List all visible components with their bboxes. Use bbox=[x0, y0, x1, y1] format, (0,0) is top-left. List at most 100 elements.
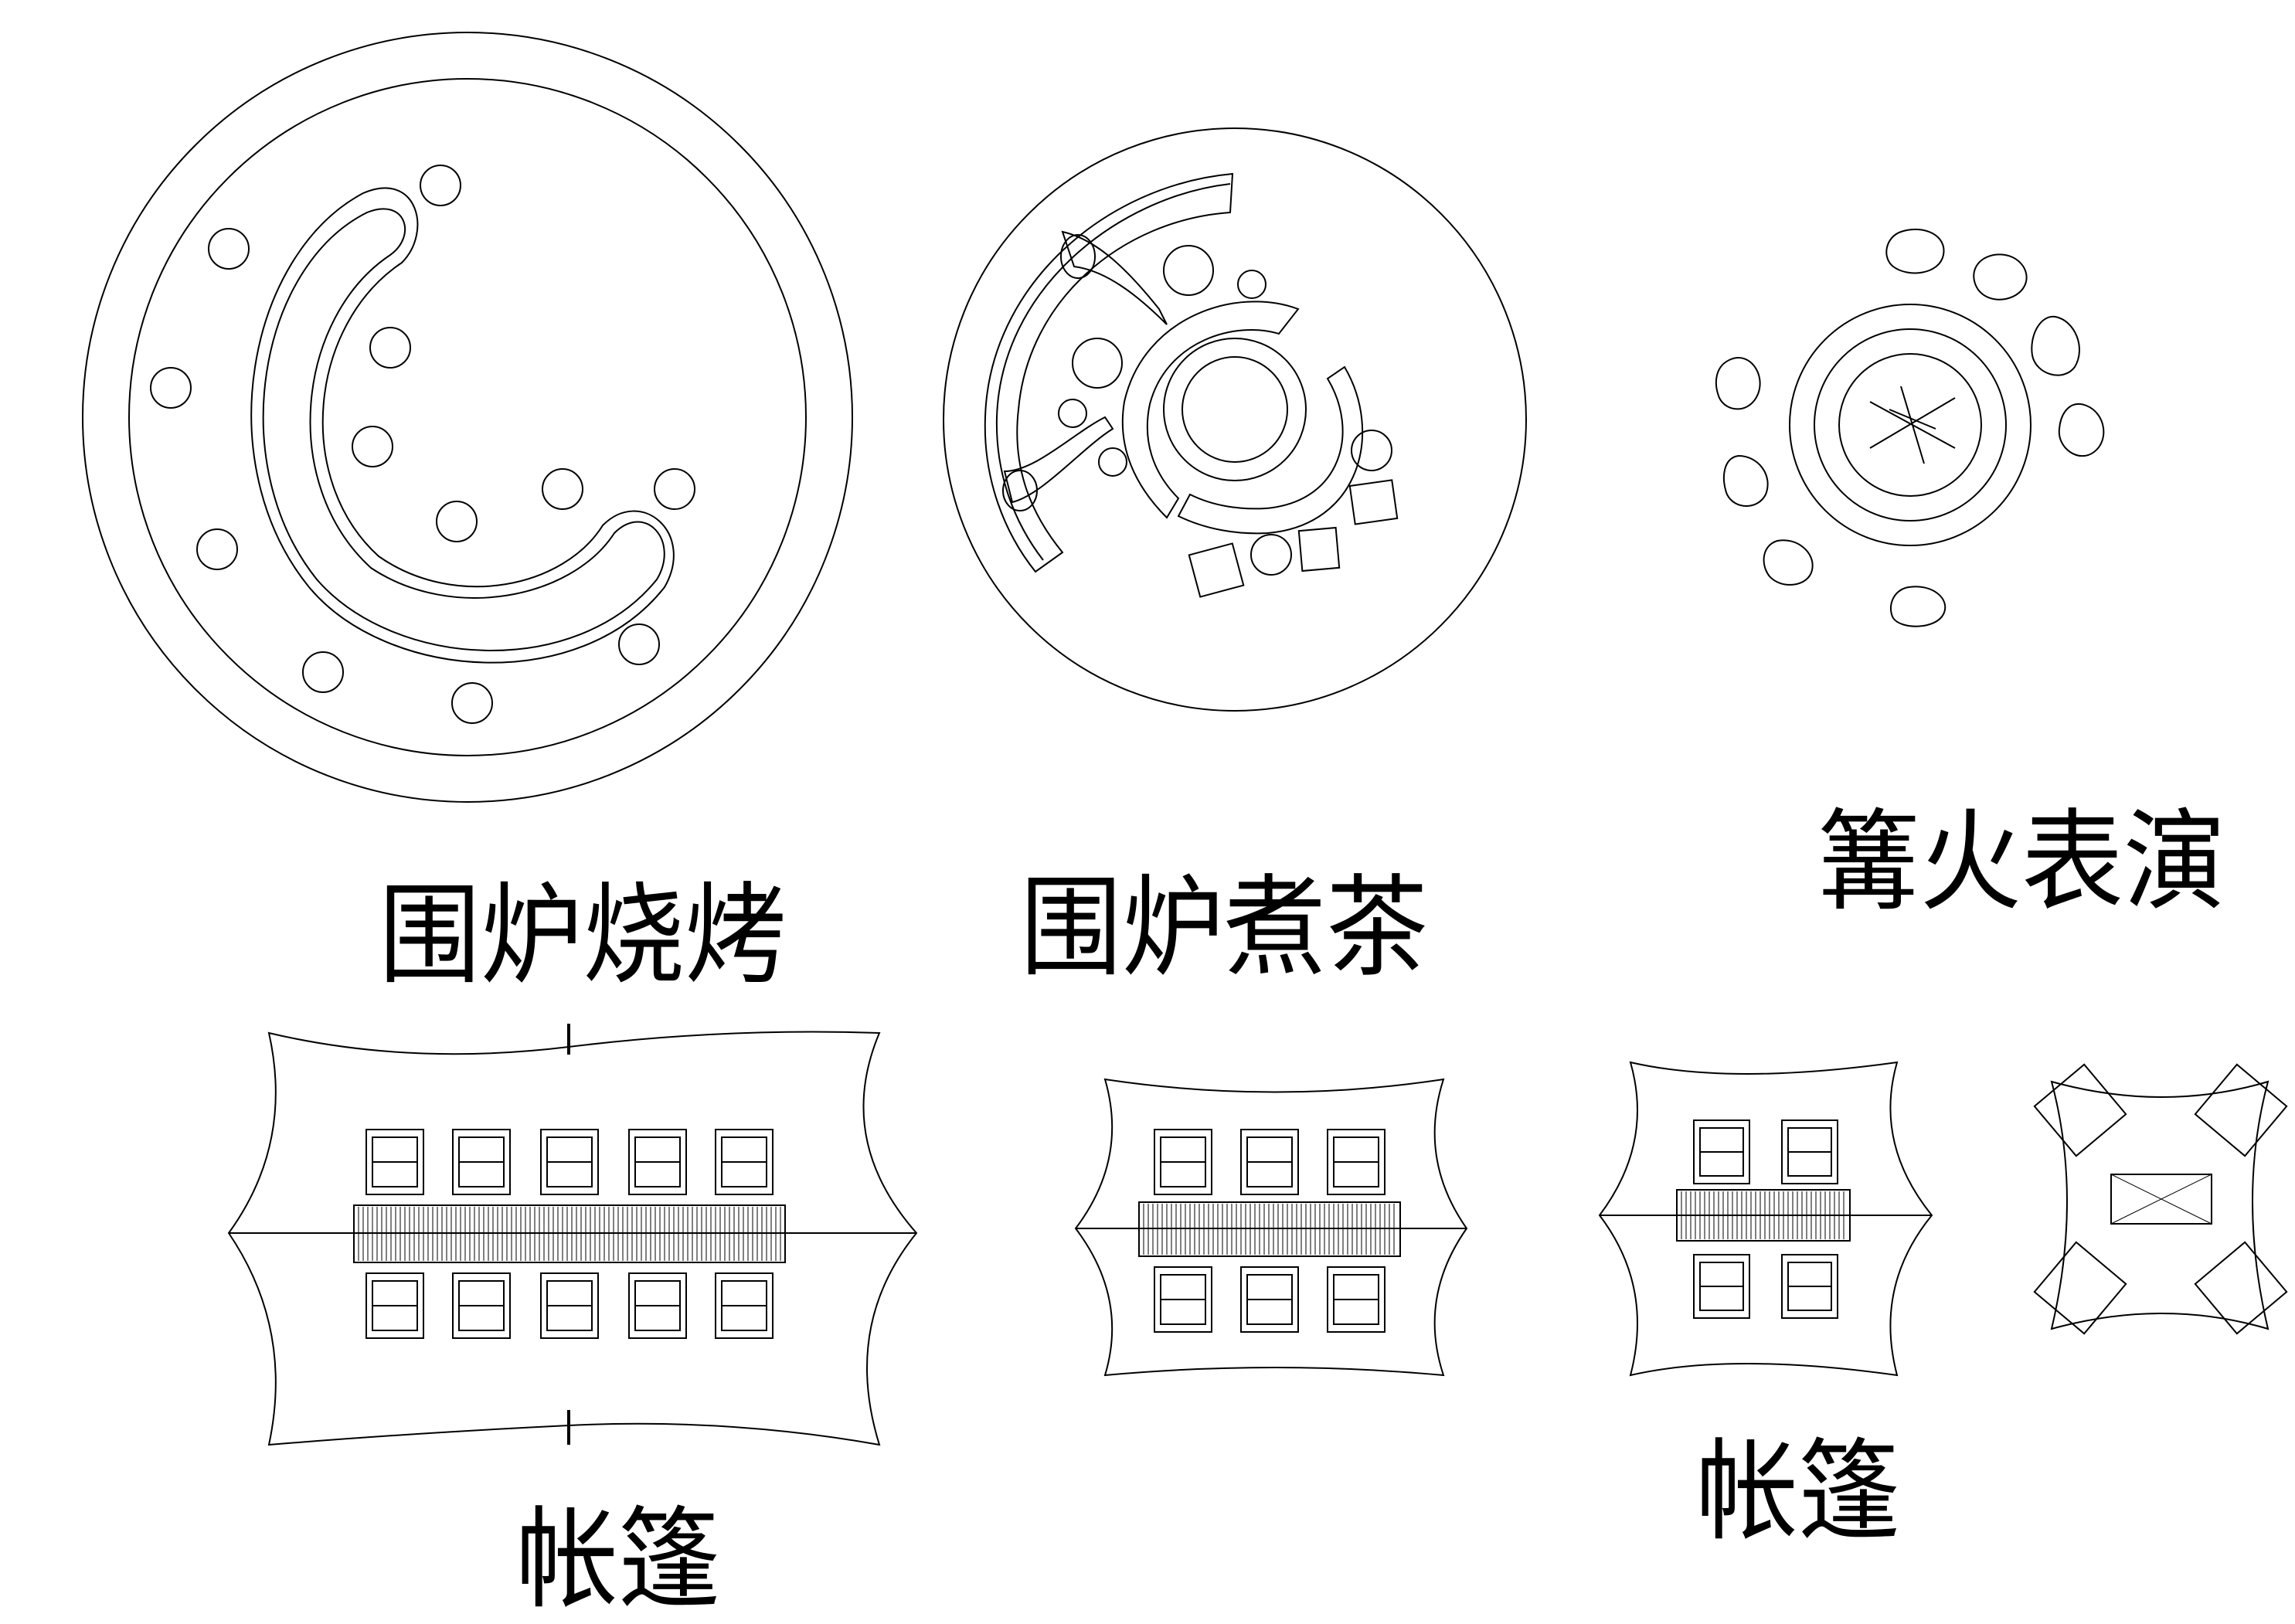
chair bbox=[452, 1129, 511, 1195]
label-bbq: 围炉烧烤 bbox=[379, 871, 787, 1001]
chair bbox=[1327, 1129, 1386, 1195]
tent-canopy bbox=[1074, 1078, 1468, 1377]
bonfire-inner-ring bbox=[1814, 328, 2007, 522]
chair bbox=[1154, 1266, 1212, 1333]
stool bbox=[1237, 270, 1266, 299]
chair bbox=[1781, 1254, 1838, 1319]
tea-arc-bench-outer bbox=[984, 172, 1234, 573]
chair bbox=[1781, 1119, 1838, 1184]
chair bbox=[628, 1272, 687, 1339]
tent-small bbox=[1598, 1061, 1933, 1377]
stool bbox=[1098, 447, 1127, 477]
pavilion-table bbox=[2110, 1174, 2212, 1225]
chairs-row-top bbox=[366, 1129, 774, 1195]
label-tent-large: 帐篷 bbox=[516, 1496, 720, 1624]
chair bbox=[366, 1129, 424, 1195]
seat bbox=[451, 682, 493, 724]
chairs-row-bottom bbox=[1693, 1254, 1838, 1319]
chair bbox=[1348, 479, 1399, 525]
stool bbox=[1058, 399, 1087, 428]
seat bbox=[196, 528, 238, 570]
bbq-outer-ring bbox=[82, 32, 853, 803]
chairs-row-bottom bbox=[1154, 1266, 1386, 1333]
chairs-row-top bbox=[1693, 1119, 1838, 1184]
chair bbox=[1154, 1129, 1212, 1195]
chair bbox=[1693, 1254, 1750, 1319]
stool bbox=[1351, 430, 1392, 471]
seat bbox=[208, 228, 250, 270]
stone bbox=[1715, 357, 1761, 410]
tea-plan bbox=[943, 127, 1527, 712]
pavilion-plan bbox=[2033, 1063, 2288, 1335]
tent-canopy bbox=[1598, 1061, 1933, 1377]
seat bbox=[542, 468, 583, 510]
stone bbox=[1973, 253, 2028, 301]
label-tea: 围炉煮茶 bbox=[1020, 864, 1428, 993]
stone bbox=[2031, 315, 2080, 376]
chair bbox=[1327, 1266, 1386, 1333]
chair bbox=[1188, 542, 1245, 598]
seat bbox=[420, 165, 461, 206]
seat bbox=[150, 367, 192, 409]
pavilion-canopy bbox=[2050, 1080, 2270, 1330]
tea-stove-ring bbox=[1163, 338, 1307, 481]
lounge-chair bbox=[2033, 1241, 2127, 1335]
tent-canopy bbox=[227, 1031, 918, 1446]
tea-arc-table bbox=[1121, 301, 1300, 519]
seat bbox=[618, 623, 660, 665]
dining-table bbox=[353, 1204, 786, 1263]
dining-table bbox=[1676, 1189, 1851, 1242]
chair bbox=[628, 1129, 687, 1195]
bbq-plan bbox=[82, 32, 853, 803]
chair bbox=[540, 1272, 599, 1339]
bonfire-plan bbox=[1715, 228, 2105, 627]
fire-pit bbox=[1838, 353, 1982, 497]
tea-arc-table-right bbox=[1177, 365, 1364, 535]
chairs-row-bottom bbox=[366, 1272, 774, 1339]
person-figure-icon bbox=[1002, 230, 1168, 511]
stone bbox=[1889, 586, 1946, 627]
stool bbox=[1072, 338, 1123, 389]
stone bbox=[1885, 228, 1945, 274]
tea-stove bbox=[1182, 356, 1288, 463]
chair bbox=[715, 1129, 774, 1195]
bbq-curved-bench-inner bbox=[262, 208, 665, 651]
tea-chairs bbox=[1188, 479, 1399, 598]
label-bonfire: 篝火表演 bbox=[1817, 798, 2225, 927]
chair bbox=[1240, 1266, 1299, 1333]
chair bbox=[452, 1272, 511, 1339]
seat bbox=[436, 501, 478, 542]
seat bbox=[352, 426, 393, 467]
table-slats bbox=[1681, 1191, 1844, 1239]
seat bbox=[369, 327, 411, 369]
bonfire-outer-ring bbox=[1789, 304, 2032, 546]
chair bbox=[1693, 1119, 1750, 1184]
stool bbox=[1250, 534, 1292, 576]
bbq-seats bbox=[150, 165, 695, 724]
bonfire-stones bbox=[1715, 228, 2105, 627]
seat bbox=[302, 651, 344, 693]
chair bbox=[366, 1272, 424, 1339]
table-slats bbox=[1143, 1204, 1395, 1255]
table-slats bbox=[358, 1207, 781, 1261]
chair bbox=[540, 1129, 599, 1195]
label-tent-small: 帐篷 bbox=[1696, 1428, 1900, 1557]
lounge-chair bbox=[2194, 1063, 2288, 1157]
tea-stools bbox=[1058, 245, 1392, 576]
dining-table bbox=[1138, 1201, 1401, 1257]
tea-outer-ring bbox=[943, 127, 1527, 712]
chair bbox=[1240, 1129, 1299, 1195]
bbq-inner-ring bbox=[128, 78, 807, 756]
chair bbox=[1297, 526, 1341, 572]
seat bbox=[654, 468, 695, 510]
stone bbox=[1763, 539, 1814, 586]
fire-logs-icon bbox=[1869, 386, 1956, 464]
chairs-row-top bbox=[1154, 1129, 1386, 1195]
stool bbox=[1163, 245, 1214, 296]
stone bbox=[2058, 403, 2105, 457]
lounge-chair bbox=[2194, 1241, 2288, 1335]
lounge-chair bbox=[2033, 1063, 2127, 1157]
stone bbox=[1722, 454, 1769, 507]
bbq-curved-bench-outer bbox=[250, 187, 675, 664]
